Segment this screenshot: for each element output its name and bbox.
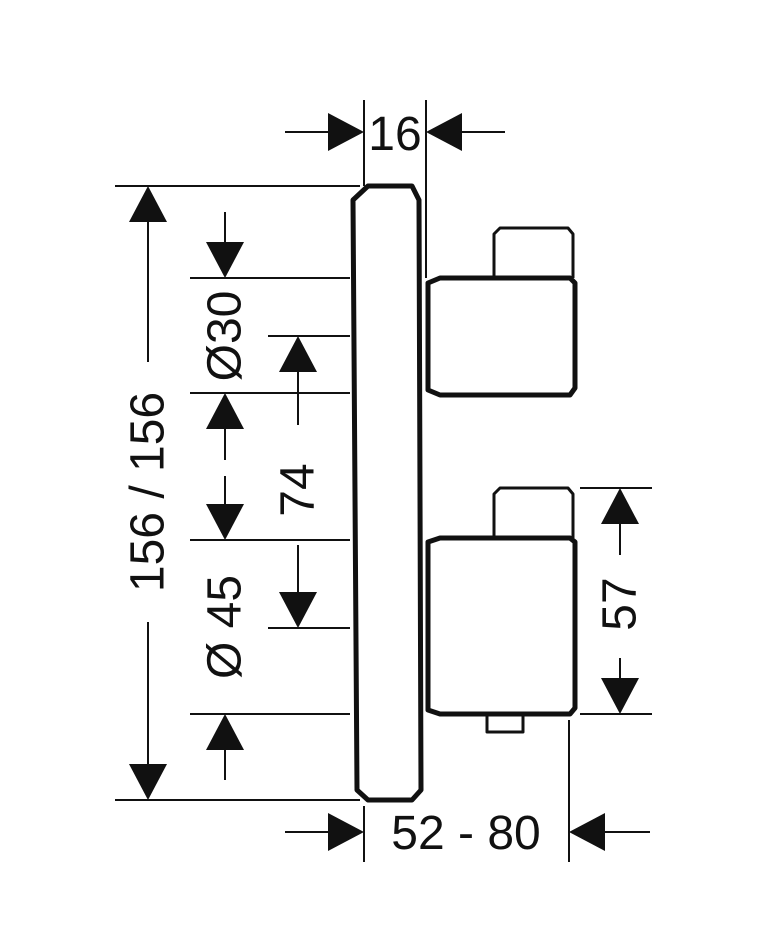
arrowhead — [206, 393, 244, 429]
arrowhead — [206, 242, 244, 278]
outlet-stub — [485, 712, 525, 734]
arrowhead — [206, 714, 244, 750]
arrowhead — [129, 764, 167, 800]
upper-knob-lever — [492, 226, 575, 278]
extension-lines — [115, 100, 652, 862]
dimension-label-74: 74 — [272, 463, 325, 516]
dimension-mount-depth: 52 - 80 — [285, 807, 650, 860]
arrowhead — [601, 678, 639, 714]
arrowhead — [569, 813, 605, 851]
arrowhead — [206, 504, 244, 540]
arrowhead — [279, 336, 317, 372]
dimension-label-d45: Ø 45 — [199, 575, 252, 679]
cover-plate — [350, 183, 424, 803]
product-outline — [350, 183, 578, 803]
arrowhead — [601, 488, 639, 524]
dimension-label-16: 16 — [368, 108, 421, 161]
lower-knob-body — [425, 535, 578, 717]
dimension-knob-spacing: 74 — [272, 336, 325, 628]
arrowhead — [328, 113, 364, 151]
dimension-label-156: 156 / 156 — [122, 392, 175, 592]
dimension-label-52-80: 52 - 80 — [391, 807, 540, 860]
arrowhead — [129, 186, 167, 222]
arrowhead — [426, 113, 462, 151]
dimension-label-d30: Ø30 — [199, 291, 252, 382]
dimension-label-57: 57 — [594, 577, 647, 630]
arrowhead — [328, 813, 364, 851]
arrowhead — [279, 592, 317, 628]
dimension-lower-knob-height: 57 — [594, 488, 647, 714]
dimension-overall-height: 156 / 156 — [122, 186, 175, 800]
dimension-upper-knob-diameter: Ø30 — [199, 212, 252, 460]
dimension-depth-top: 16 — [285, 108, 505, 161]
dimension-lower-knob-diameter: Ø 45 — [199, 476, 252, 780]
lower-knob-lever — [492, 486, 575, 538]
upper-knob-body — [425, 275, 578, 398]
